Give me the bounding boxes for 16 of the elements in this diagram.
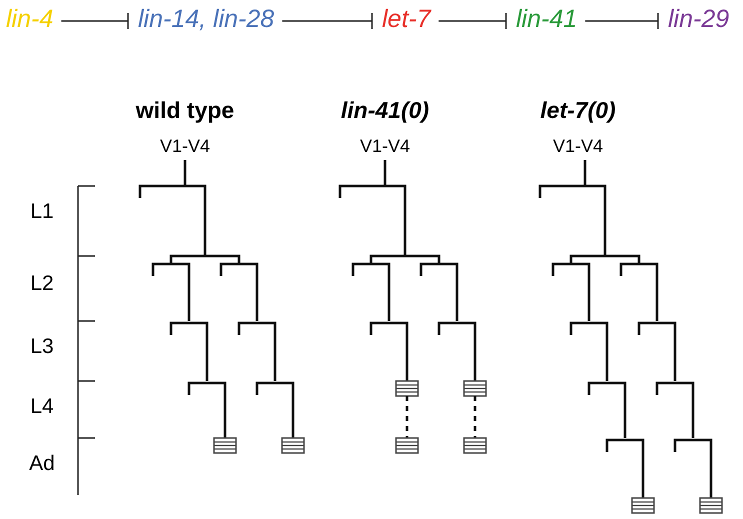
stage-label: L4 <box>30 395 54 419</box>
gene-name: let-7 <box>382 4 431 34</box>
cell-label: V1-V4 <box>360 136 410 157</box>
gene-name: lin-14, lin-28 <box>138 4 274 34</box>
cell-label: V1-V4 <box>160 136 210 157</box>
stage-label: L3 <box>30 335 54 359</box>
gene-name: lin-41 <box>516 4 578 34</box>
genotype-heading: lin-41(0) <box>340 97 430 124</box>
gene-name: lin-4 <box>6 4 54 34</box>
gene-name: lin-29 <box>668 4 730 34</box>
genotype-heading: wild type <box>136 97 234 124</box>
stage-label: Ad <box>29 452 55 476</box>
genotype-heading: let-7(0) <box>540 97 616 124</box>
stage-label: L1 <box>30 200 54 224</box>
stage-label: L2 <box>30 272 54 296</box>
cell-label: V1-V4 <box>552 136 604 157</box>
